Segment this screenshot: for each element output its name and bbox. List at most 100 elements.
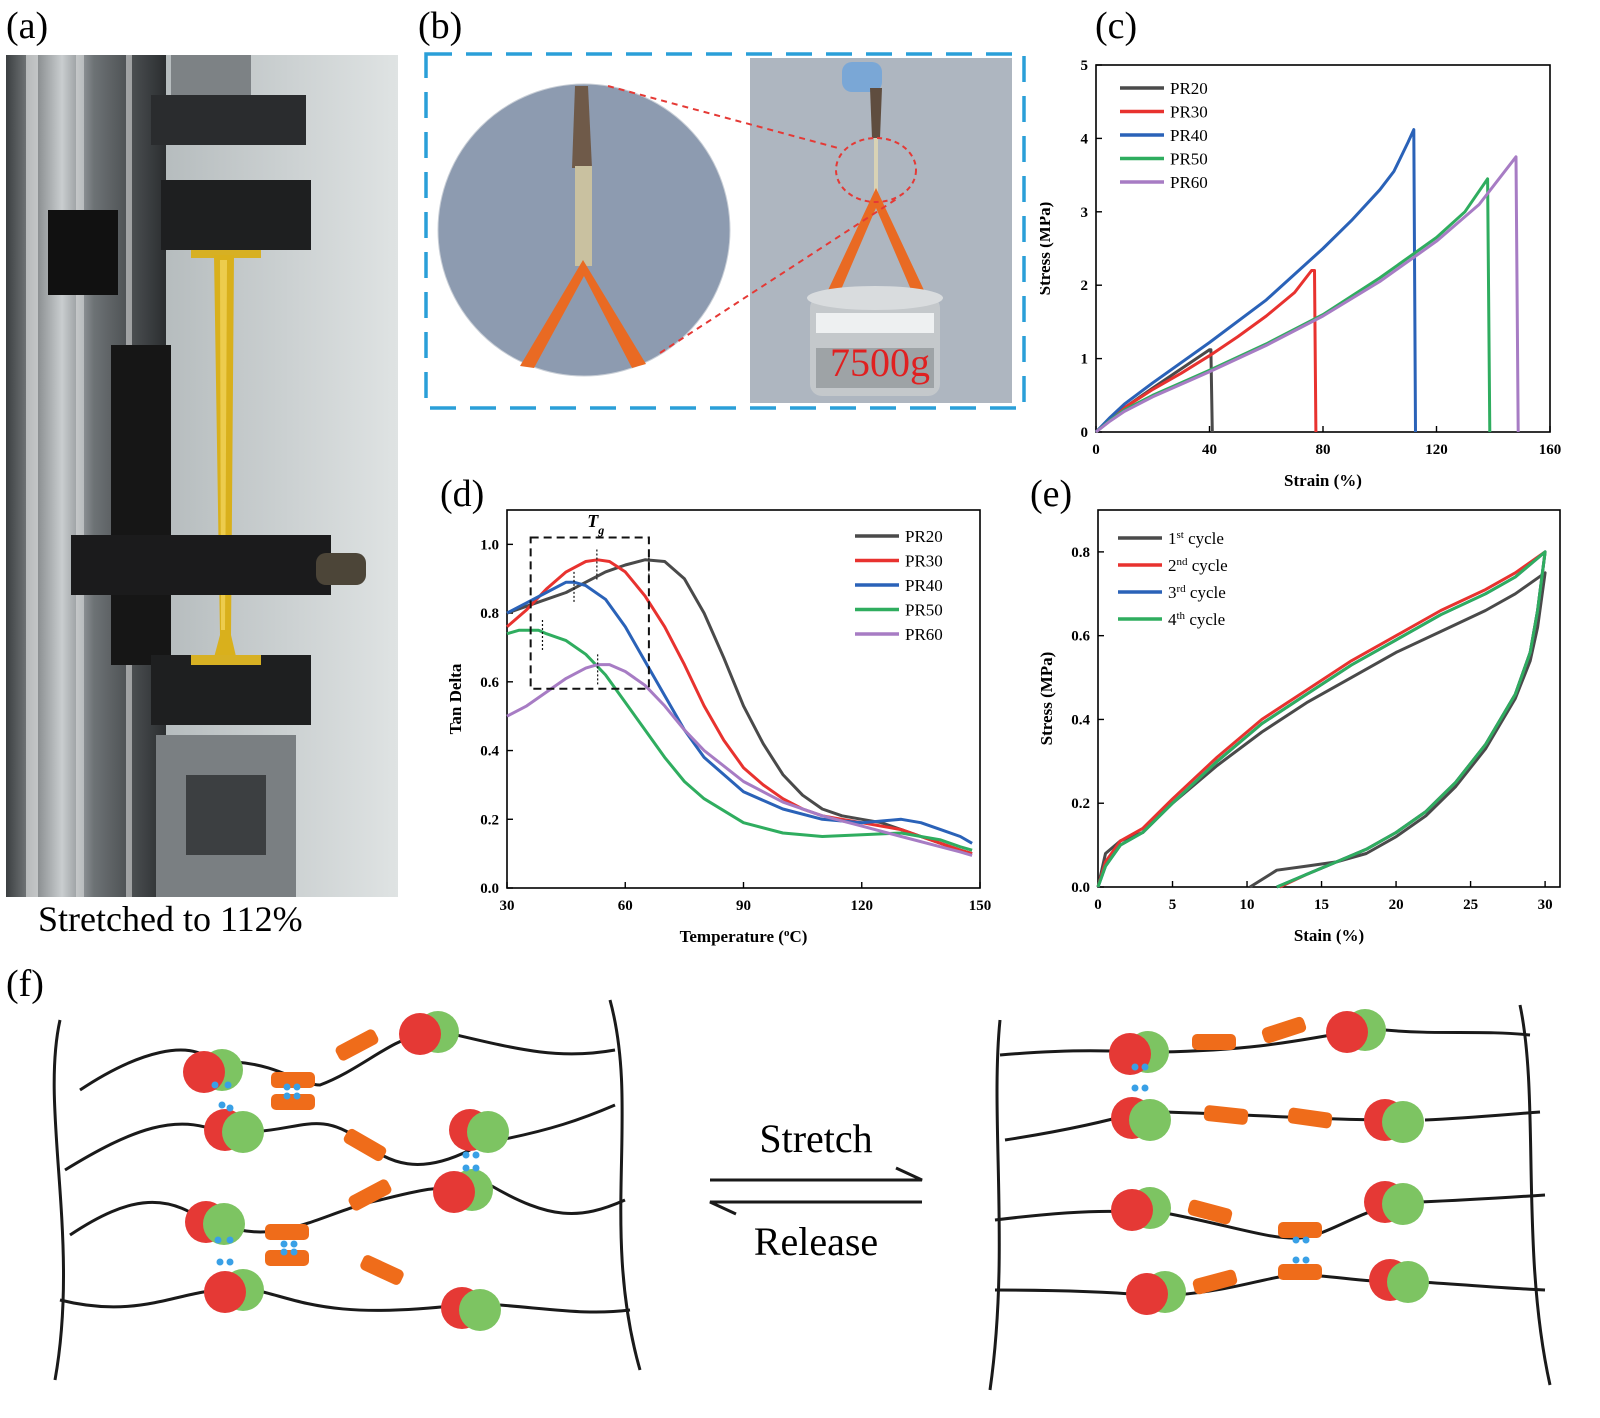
weight-lift-photo: 7500g [424,52,1026,410]
tensile-test-photo [6,55,398,897]
y-tick-label: 0.2 [480,812,499,828]
hbond-dot [283,1083,291,1091]
hbond-dot [218,1101,226,1109]
x-tick-label: 0 [1092,442,1100,458]
chain [499,1303,631,1314]
legend-label: PR60 [1170,173,1208,192]
chain [608,999,642,1371]
hbond-dot [472,1151,480,1159]
series-line-pr60 [1095,155,1520,434]
series-line-pr30 [1094,269,1318,434]
chain [52,1019,66,1381]
series-line-pr40 [506,580,973,845]
series-line-pr50 [506,628,973,852]
chain [489,1183,626,1215]
polymer-bead [433,1169,493,1213]
polymer-bead [449,1109,509,1153]
hbond-dot [283,1092,291,1100]
series-line-1st-cycle [1096,571,1547,889]
chain [59,1288,226,1309]
y-tick-label: 5 [1081,58,1089,74]
y-tick-label: 0.0 [480,881,499,897]
legend-label: 3rd cycle [1168,583,1226,602]
y-tick-label: 0.2 [1071,796,1090,812]
legend-label: PR30 [1170,103,1208,122]
series-line-3rd-cycle [1096,550,1547,889]
x-tick-label: 120 [1425,442,1448,458]
hbond-dot [462,1151,470,1159]
chain [64,1122,226,1172]
panel-a-caption: Stretched to 112% [38,899,303,939]
x-tick-label: 15 [1314,897,1329,913]
panel-label-e: (e) [1030,473,1073,515]
hbond-dot [280,1248,288,1256]
forward-arrow [710,1166,923,1182]
weight-label: 7500g [830,340,930,385]
hbond-dot [224,1081,232,1089]
x-tick-label: 25 [1463,897,1478,913]
series-line-pr20 [506,558,973,856]
hbond-dot [226,1258,234,1266]
hbond-dot [472,1164,480,1172]
x-tick-label: 120 [851,898,874,914]
chain [988,1019,1002,1391]
chain [447,1031,616,1056]
y-tick-label: 0.4 [1071,712,1090,728]
panel-label-a: (a) [6,5,49,47]
hbond-dot [1141,1084,1149,1092]
x-tick-label: 20 [1389,897,1404,913]
x-tick-label: 80 [1316,442,1331,458]
hbond-dot [1292,1236,1300,1244]
legend-label: PR30 [905,552,943,571]
series-line-pr30 [506,558,973,856]
hbond-dot [293,1092,301,1100]
hbond-dot [290,1248,298,1256]
chain [499,1103,616,1142]
y-axis-title: Tan Delta [446,663,465,734]
hbond-dot [216,1258,224,1266]
x-tick-label: 0 [1094,897,1102,913]
crosslink-segment [360,1255,404,1285]
polymer-bead [204,1269,264,1313]
crosslink-segment [1278,1264,1322,1280]
polymer-bead [1109,1031,1169,1075]
x-tick-label: 5 [1169,897,1177,913]
panel-label-b: (b) [418,5,463,47]
y-tick-label: 1 [1081,352,1089,368]
hbond-dot [462,1164,470,1172]
x-tick-label: 60 [618,898,633,914]
chain [1419,1193,1546,1204]
crosslink-segment [1278,1222,1322,1238]
x-tick-label: 160 [1539,442,1562,458]
y-tick-label: 0.8 [1071,545,1090,561]
y-axis-title: Stress (MPa) [1037,652,1056,746]
x-tick-label: 30 [500,898,515,914]
series-line-4th-cycle [1096,550,1547,889]
panel-label-f: (f) [6,963,44,1005]
x-axis-title: Strain (%) [1284,471,1362,490]
x-tick-label: 40 [1202,442,1217,458]
tg-annotation: Tg [587,511,604,537]
crosslink-segment [348,1179,392,1211]
legend-label: PR40 [1170,126,1208,145]
legend-label: PR40 [905,576,943,595]
crosslink-segment [265,1224,309,1240]
x-tick-label: 30 [1538,897,1553,913]
reverse-arrow [709,1200,922,1216]
release-label: Release [754,1219,878,1264]
y-tick-label: 2 [1081,278,1089,294]
crosslink-segment [271,1072,315,1088]
polymer-bead [1364,1181,1424,1225]
hbond-dot [226,1104,234,1112]
polymer-bead [1111,1097,1171,1141]
chain [994,1288,1146,1297]
hbond-dot [214,1236,222,1244]
y-axis-title: Stress (MPa) [1040,202,1054,296]
legend-label: PR60 [905,625,943,644]
y-tick-label: 0.4 [480,744,499,760]
chain [1518,1004,1552,1386]
crosslink-segment [343,1128,387,1162]
polymer-bead [1364,1099,1424,1143]
chain [1164,1110,1391,1122]
